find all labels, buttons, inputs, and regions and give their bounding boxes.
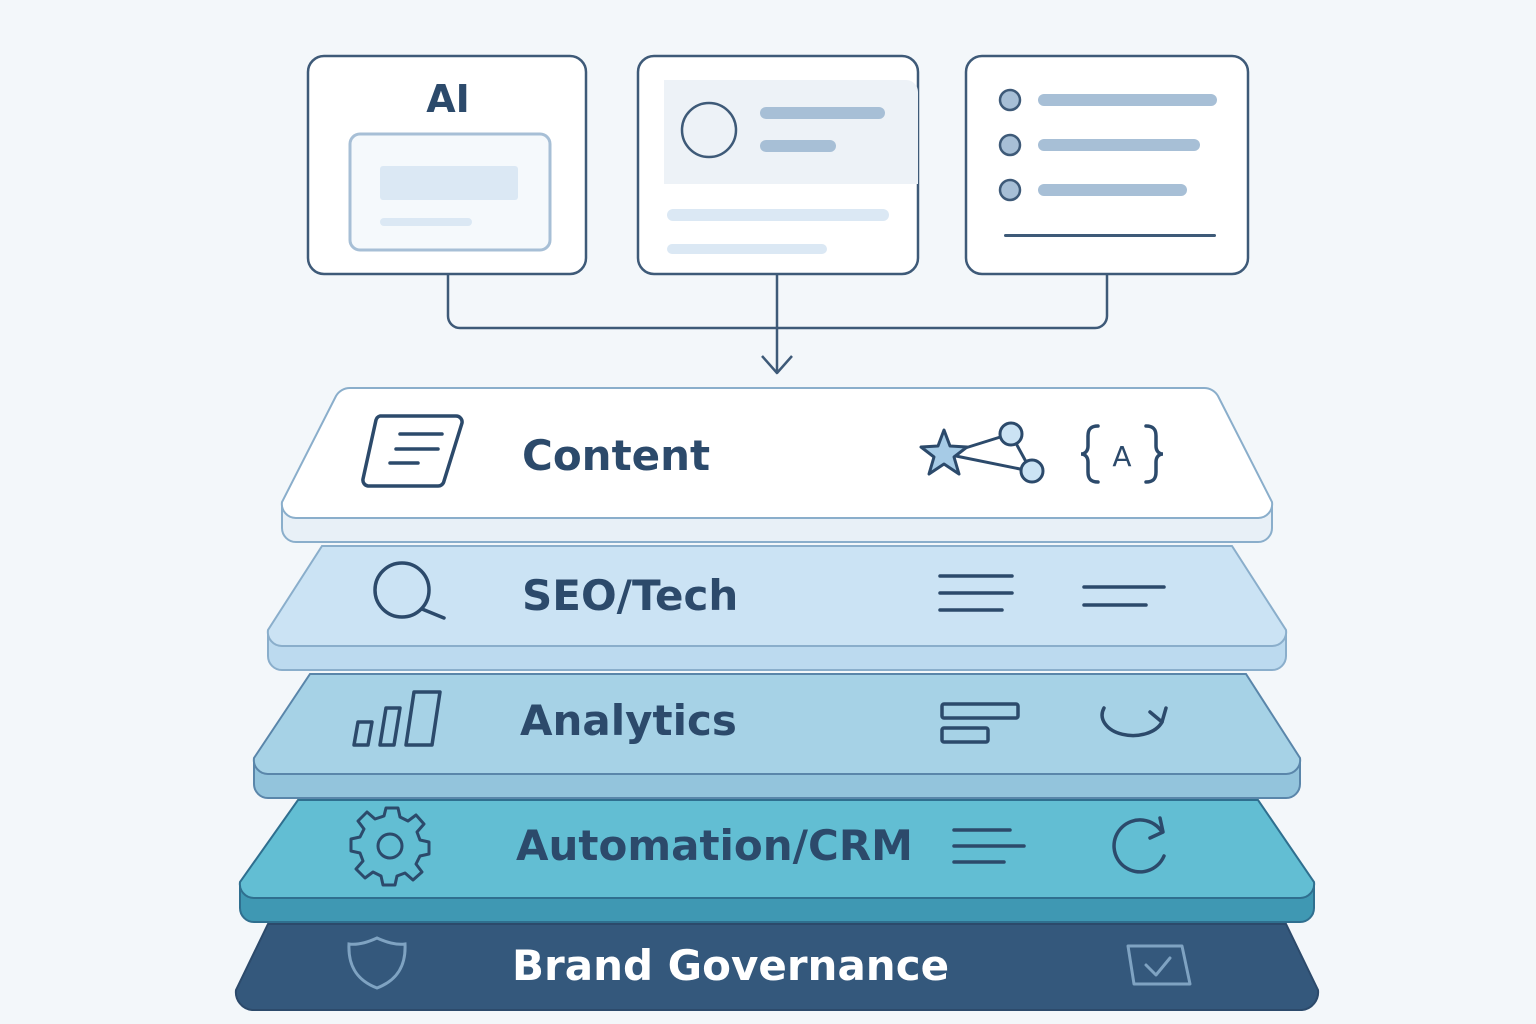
ai-card-preview-line: [380, 218, 472, 226]
layer-label: Brand Governance: [512, 941, 949, 990]
arrow-down-icon: [761, 355, 793, 375]
refresh-icon: [1100, 706, 1168, 738]
bar-rows-icon: [940, 702, 1020, 744]
gear-icon: [349, 806, 431, 887]
ai-card: AI: [306, 54, 588, 276]
star-network-icon: [919, 421, 1045, 484]
schema-braces-icon: A: [1080, 424, 1164, 484]
schema-letter: A: [1112, 440, 1131, 473]
bullet-icon: [998, 178, 1022, 202]
profile-line: [760, 107, 885, 119]
bullet-icon: [998, 133, 1022, 157]
checkbox-icon: [1126, 944, 1192, 986]
layer-label: Automation/CRM: [516, 821, 913, 870]
text-lines-icon: [952, 828, 1026, 864]
layer-seo-tech: SEO/Tech: [266, 545, 1288, 671]
layer-automation-crm: Automation/CRM: [238, 799, 1316, 923]
ai-card-title: AI: [426, 77, 470, 121]
checklist-card: [964, 54, 1250, 276]
connector-lines: [446, 274, 1109, 375]
search-icon: [373, 561, 446, 620]
avatar-icon: [680, 101, 738, 159]
layer-brand-governance: Brand Governance: [234, 923, 1320, 1011]
checklist-divider: [1004, 234, 1216, 237]
short-lines-icon: [1082, 585, 1166, 607]
text-lines-icon: [938, 574, 1014, 612]
layer-label: SEO/Tech: [522, 571, 738, 620]
profile-line: [760, 140, 836, 152]
refresh-icon: [1112, 816, 1166, 874]
profile-text-line: [667, 209, 889, 221]
ai-card-preview-bar: [380, 166, 518, 200]
document-icon: [361, 414, 464, 488]
bullet-icon: [998, 88, 1022, 112]
layer-label: Analytics: [520, 696, 737, 745]
layer-analytics: Analytics: [252, 673, 1302, 799]
profile-card: [636, 54, 920, 276]
layer-content: Content A: [280, 386, 1274, 543]
shield-icon: [347, 936, 407, 990]
checklist-line: [1038, 94, 1217, 106]
checklist-line: [1038, 184, 1187, 196]
layer-label: Content: [522, 431, 710, 480]
profile-text-line: [667, 244, 827, 254]
bar-chart-icon: [352, 690, 442, 747]
checklist-line: [1038, 139, 1200, 151]
